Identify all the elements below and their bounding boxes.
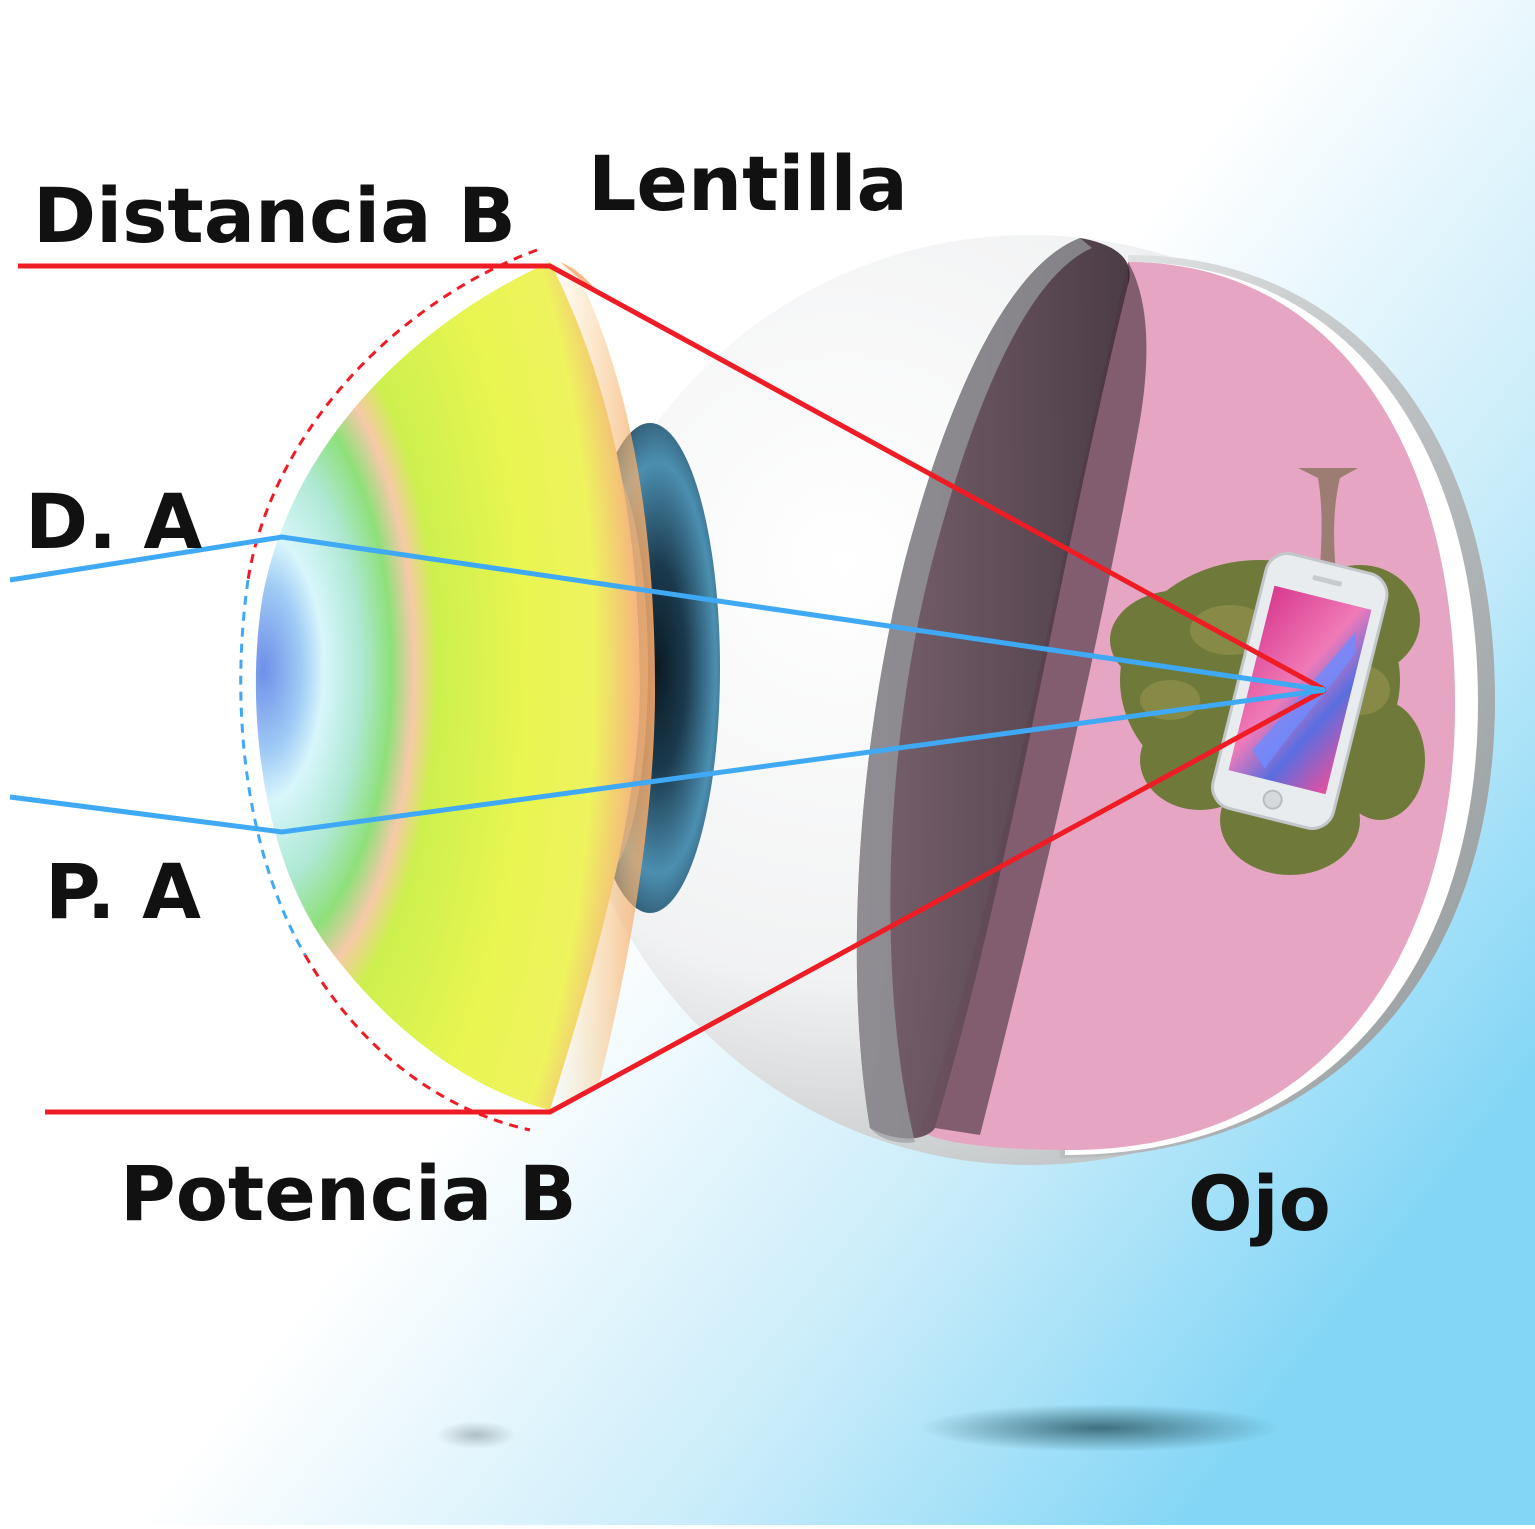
- tree-trunk: [1298, 468, 1358, 600]
- lens-shadow: [436, 1421, 516, 1449]
- label-potencia-b: Potencia B: [120, 1149, 577, 1238]
- sclera-cut-edge: [856, 238, 1092, 1143]
- choroid-shade: [935, 262, 1147, 1135]
- label-ojo: Ojo: [1188, 1159, 1331, 1248]
- label-d-a: D. A: [25, 477, 202, 566]
- base-curve-red-dashed-top: [246, 248, 538, 581]
- blue-ray-bottom: [9, 687, 1326, 835]
- aspheric-curve-blue-dashed: [239, 579, 307, 956]
- lens-edge: [550, 262, 655, 1110]
- base-curve-red-dashed-bottom: [303, 954, 531, 1132]
- choroid-cut: [856, 238, 1130, 1139]
- lens-body: [255, 262, 640, 1110]
- red-ray-top: [18, 263, 1327, 693]
- blue-ray-top: [9, 534, 1326, 693]
- label-p-a: P. A: [45, 847, 201, 936]
- contact-lens: [255, 262, 655, 1110]
- label-lentilla: Lentilla: [588, 139, 908, 228]
- eye-shadow: [920, 1404, 1280, 1452]
- red-ray-bottom: [45, 687, 1327, 1115]
- light-rays: [9, 263, 1327, 1115]
- label-distancia-b: Distancia B: [33, 171, 516, 260]
- retinal-image: [1110, 468, 1425, 875]
